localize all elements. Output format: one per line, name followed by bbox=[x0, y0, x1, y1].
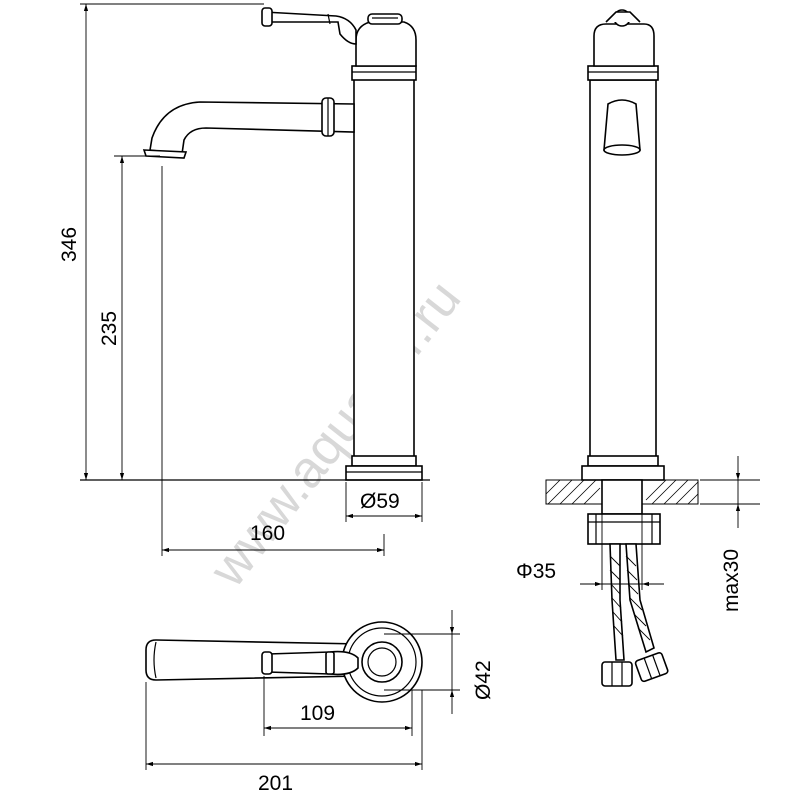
dim-hole-diameter: Φ35 bbox=[516, 560, 556, 583]
top-dimensions: Ø42 109 201 bbox=[145, 610, 495, 795]
front-view bbox=[80, 7, 430, 481]
front-dimensions: 346 235 160 Ø59 bbox=[58, 3, 423, 556]
dim-max-counter: max30 bbox=[720, 549, 743, 612]
dim-top-diameter: Ø42 bbox=[472, 660, 495, 700]
dim-spout-reach: 160 bbox=[250, 522, 285, 545]
dim-base-diameter: Ø59 bbox=[360, 490, 400, 513]
watermark: www.aquamir.ru bbox=[198, 270, 472, 598]
dim-handle-length: 109 bbox=[300, 702, 335, 725]
top-view bbox=[145, 621, 423, 703]
dim-total-height: 346 bbox=[58, 227, 81, 262]
dim-total-length: 201 bbox=[258, 772, 293, 795]
dim-spout-height: 235 bbox=[98, 311, 121, 346]
side-dimensions: max30 Φ35 bbox=[516, 456, 760, 612]
faucet-body bbox=[353, 77, 415, 471]
side-view bbox=[545, 9, 699, 687]
